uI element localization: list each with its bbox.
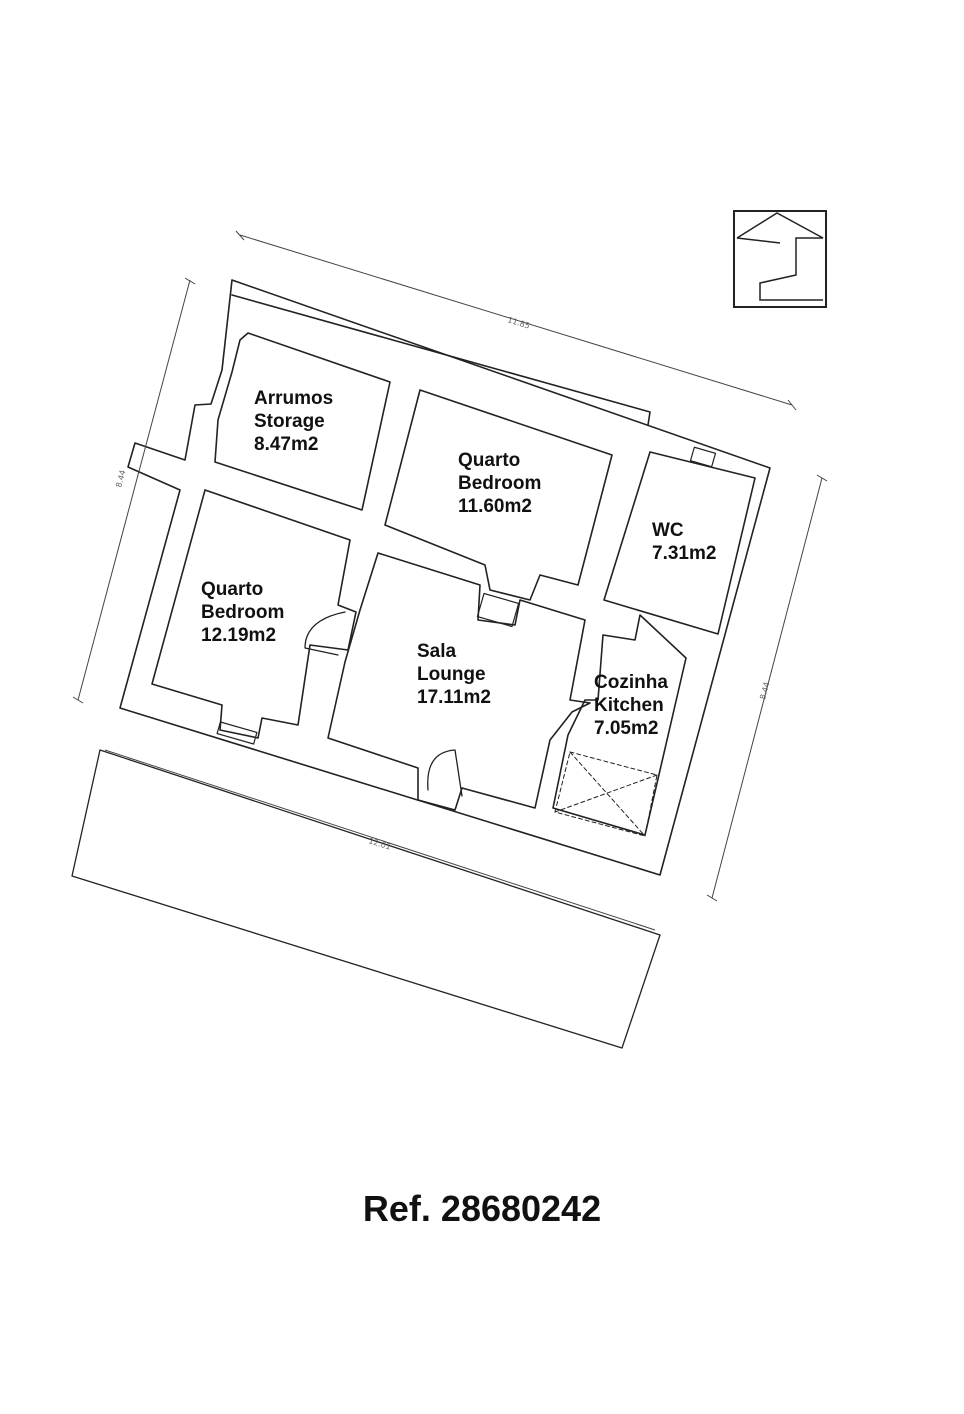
room-area: 11.60m2	[458, 496, 532, 517]
room-label-lounge: Sala Lounge 17.11m2	[417, 640, 491, 709]
door-bedroom-west	[304, 611, 346, 656]
room-name-pt: Cozinha	[594, 672, 668, 693]
room-name-en: Lounge	[417, 664, 486, 685]
room-area: 17.11m2	[417, 687, 491, 708]
dim-top-label: 11.85	[506, 315, 531, 330]
dim-right-label: 8.44	[758, 681, 771, 701]
room-label-bedroom-north: Quarto Bedroom 11.60m2	[458, 449, 541, 518]
room-label-wc: WC 7.31m2	[652, 519, 716, 565]
terrace	[71, 749, 661, 1049]
room-name-pt: Quarto	[458, 450, 521, 471]
dim-left-line	[77, 279, 191, 701]
room-name-en: Storage	[254, 411, 325, 432]
bedroom-west-walls	[151, 489, 357, 739]
dim-left-label: 8.44	[114, 469, 127, 489]
room-label-storage: Arrumos Storage 8.47m2	[254, 387, 333, 456]
dim-bottom-label: 12.01	[367, 836, 392, 851]
room-name-pt: Arrumos	[254, 388, 334, 409]
room-area: 8.47m2	[254, 434, 319, 455]
room-area: 7.05m2	[594, 718, 659, 739]
wc-walls	[603, 451, 756, 635]
room-area: 7.31m2	[652, 543, 717, 564]
dim-right-line	[711, 477, 823, 899]
room-label-kitchen: Cozinha Kitchen 7.05m2	[594, 671, 668, 740]
dim-bottom-line	[104, 749, 656, 931]
outer-wall	[119, 279, 771, 876]
storage-room-walls	[214, 332, 391, 511]
door-lounge-front	[427, 749, 463, 797]
bedroom-north-walls	[384, 389, 613, 601]
north-arrow-icon	[733, 210, 827, 308]
room-name-en: Bedroom	[201, 602, 285, 623]
wc-window	[689, 446, 717, 468]
room-area: 12.19m2	[201, 625, 277, 646]
room-name-pt: Sala	[417, 641, 457, 662]
room-name: WC	[652, 520, 684, 541]
mid-window	[476, 592, 520, 628]
room-label-bedroom-west: Quarto Bedroom 12.19m2	[201, 578, 284, 647]
room-name-en: Kitchen	[594, 695, 664, 716]
west-window	[216, 721, 258, 745]
reference-number: Ref. 28680242	[362, 1188, 602, 1229]
kitchen-window	[554, 751, 658, 837]
room-name-pt: Quarto	[201, 579, 264, 600]
dim-top-line	[239, 234, 793, 406]
lounge-walls	[327, 552, 591, 811]
kitchen-walls	[552, 614, 687, 836]
room-name-en: Bedroom	[458, 473, 542, 494]
inner-wall-top	[231, 294, 651, 426]
